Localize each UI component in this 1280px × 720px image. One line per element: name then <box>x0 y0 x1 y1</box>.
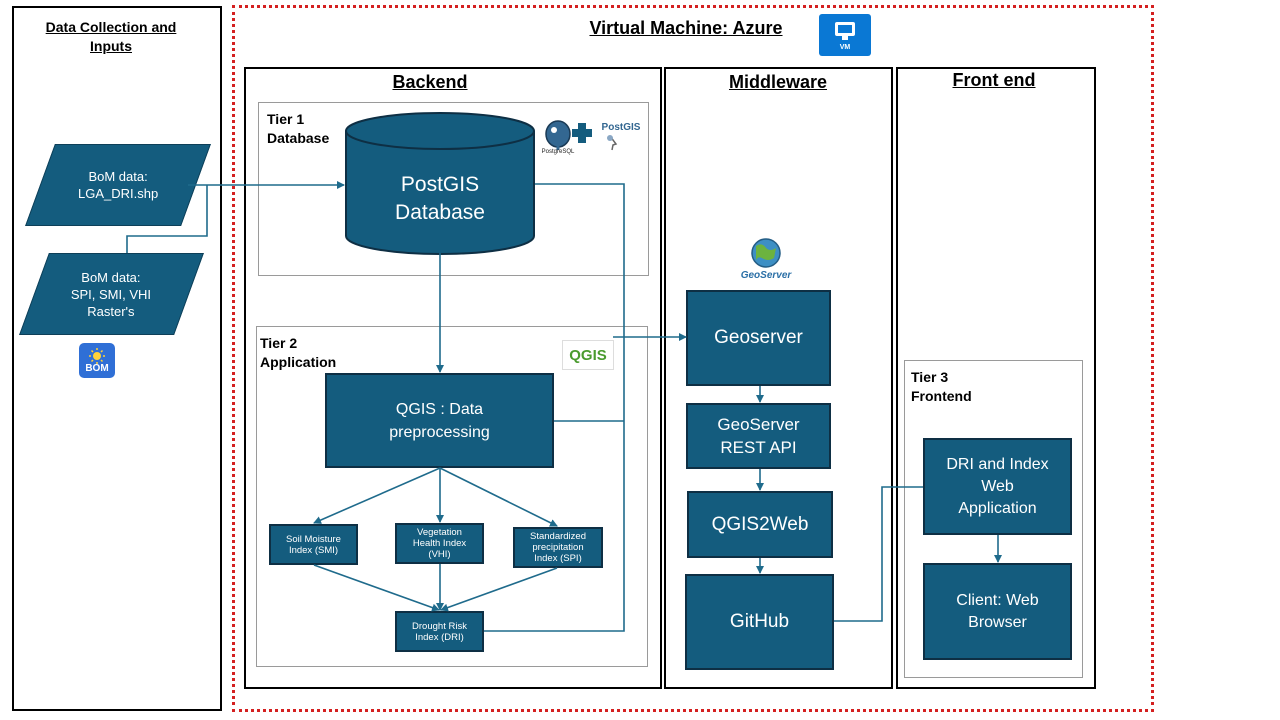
vm-icon-label: VM <box>839 44 851 51</box>
geoserver-node: Geoserver <box>686 290 831 386</box>
tier1-label: Tier 1 Database <box>267 111 330 146</box>
tier2-label: Tier 2 Application <box>260 335 337 370</box>
bom-logo-text: BOM <box>85 363 109 374</box>
lga-dri-shapefile-input: BoM data: LGA_DRI.shp <box>25 144 211 226</box>
backend-title: Backend <box>392 72 468 92</box>
middleware-title: Middleware <box>728 72 828 92</box>
geoserver-logo-text: GeoServer <box>740 270 792 281</box>
geoserver-logo: GeoServer <box>732 236 800 286</box>
postgresql-logo: PostgreSQL <box>537 119 579 159</box>
smi-node: Soil Moisture Index (SMI) <box>269 524 358 565</box>
github-node: GitHub <box>685 574 834 670</box>
geoserver-rest-api-node: GeoServer REST API <box>686 403 831 469</box>
plus-icon <box>571 122 593 144</box>
bom-logo: BOM <box>79 343 115 378</box>
spi-node: Standardized precipitation Index (SPI) <box>513 527 603 568</box>
vm-title: Virtual Machine: Azure <box>589 18 783 38</box>
tier3-label: Tier 3 Frontend <box>911 369 972 404</box>
postgis-logo: PostGIS <box>596 122 646 152</box>
postgresql-logo-text: PostgreSQL <box>541 149 575 155</box>
qgis-logo-text: QGIS <box>569 346 607 364</box>
vhi-node: Vegetation Health Index (VHI) <box>395 523 484 564</box>
frontend-title: Front end <box>952 70 1036 90</box>
inputs-panel-title: Data Collection and Inputs <box>45 19 177 54</box>
raster-indices-input: BoM data: SPI, SMI, VHI Raster's <box>19 253 204 335</box>
qgis-logo: QGIS <box>562 340 614 370</box>
postgis-logo-text: PostGIS <box>601 122 641 133</box>
dri-node: Drought Risk Index (DRI) <box>395 611 484 652</box>
inputs-panel <box>12 6 222 711</box>
qgis2web-node: QGIS2Web <box>687 491 833 558</box>
client-browser-node: Client: Web Browser <box>923 563 1072 660</box>
vm-boundary <box>232 5 1154 712</box>
database-label: PostGIS Database <box>395 173 485 224</box>
vm-icon: VM <box>819 14 871 56</box>
qgis-preprocessing-node: QGIS : Data preprocessing <box>325 373 554 468</box>
web-application-node: DRI and Index Web Application <box>923 438 1072 535</box>
